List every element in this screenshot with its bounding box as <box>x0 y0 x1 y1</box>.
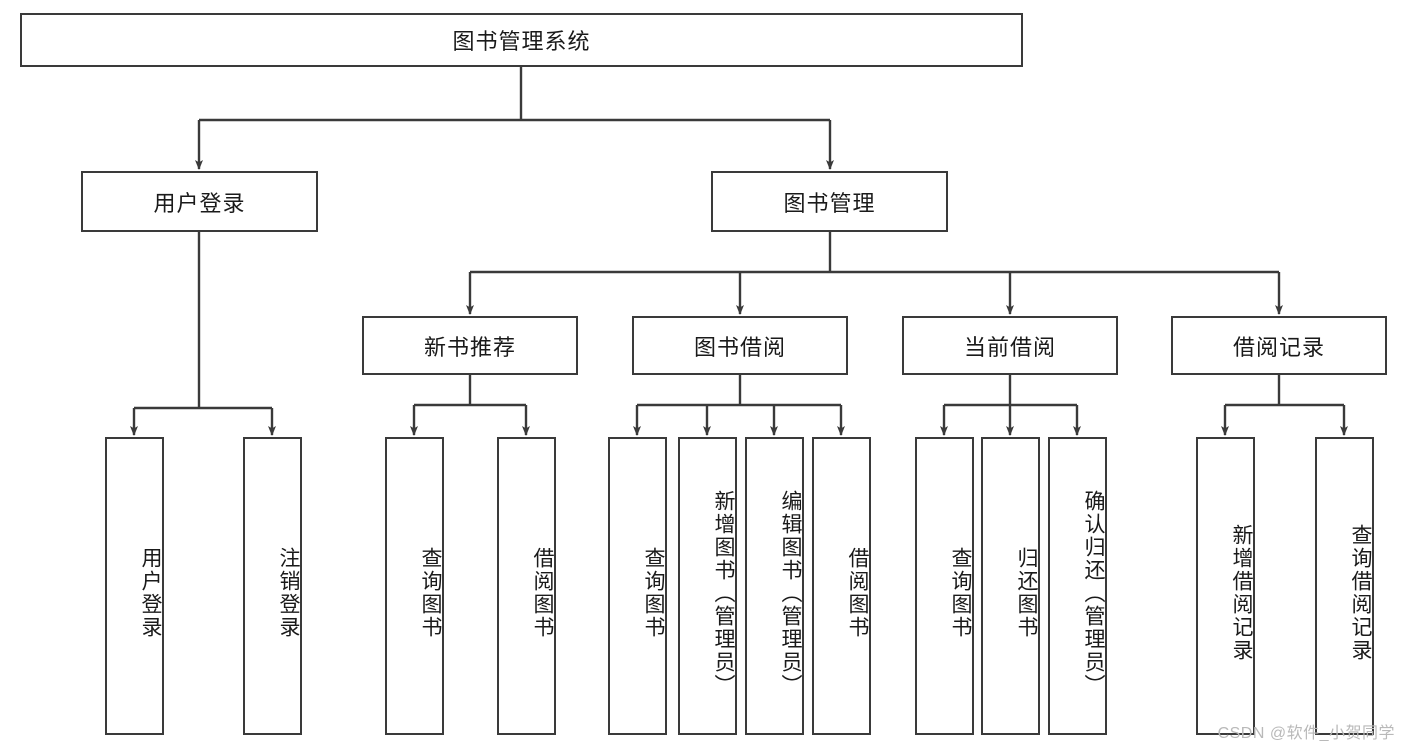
leaf-logout-login[interactable]: 注销登录 <box>243 437 302 735</box>
node-user-login-label: 用户登录 <box>153 190 246 216</box>
leaf-query-book-2-label: 查询图书 <box>642 547 665 639</box>
leaf-query-book-3[interactable]: 查询图书 <box>915 437 974 735</box>
leaf-borrow-book-1-label: 借阅图书 <box>531 547 554 639</box>
leaf-borrow-book-2[interactable]: 借阅图书 <box>812 437 871 735</box>
leaf-edit-book[interactable]: 编辑图书（管理员） <box>745 437 804 735</box>
node-new-book-recommend[interactable]: 新书推荐 <box>362 316 578 375</box>
node-borrow-record-label: 借阅记录 <box>1232 334 1325 360</box>
leaf-logout-login-label: 注销登录 <box>277 547 300 639</box>
node-current-borrow[interactable]: 当前借阅 <box>902 316 1118 375</box>
leaf-confirm-return[interactable]: 确认归还（管理员） <box>1048 437 1107 735</box>
leaf-add-book[interactable]: 新增图书（管理员） <box>678 437 737 735</box>
node-borrow-record[interactable]: 借阅记录 <box>1171 316 1387 375</box>
leaf-return-book[interactable]: 归还图书 <box>981 437 1040 735</box>
leaf-confirm-return-label: 确认归还（管理员） <box>1082 489 1105 697</box>
node-current-borrow-label: 当前借阅 <box>963 334 1056 360</box>
leaf-query-book-2[interactable]: 查询图书 <box>608 437 667 735</box>
node-book-manage[interactable]: 图书管理 <box>711 171 948 232</box>
leaf-add-book-label: 新增图书（管理员） <box>712 489 735 697</box>
leaf-query-borrow-record-label: 查询借阅记录 <box>1349 524 1372 662</box>
node-root-label: 图书管理系统 <box>452 29 591 54</box>
leaf-borrow-book-2-label: 借阅图书 <box>846 547 869 639</box>
node-user-login[interactable]: 用户登录 <box>81 171 318 232</box>
node-root[interactable]: 图书管理系统 <box>20 13 1023 67</box>
leaf-add-borrow-record-label: 新增借阅记录 <box>1230 524 1253 662</box>
csdn-watermark: CSDN @软件_小贺同学 <box>1217 725 1395 742</box>
leaf-query-book-1[interactable]: 查询图书 <box>385 437 444 735</box>
leaf-borrow-book-1[interactable]: 借阅图书 <box>497 437 556 735</box>
leaf-query-book-1-label: 查询图书 <box>419 547 442 639</box>
node-book-borrow-label: 图书借阅 <box>693 334 786 360</box>
node-book-manage-label: 图书管理 <box>783 190 876 216</box>
node-new-book-recommend-label: 新书推荐 <box>423 334 516 360</box>
leaf-user-login-label: 用户登录 <box>139 547 162 639</box>
leaf-add-borrow-record[interactable]: 新增借阅记录 <box>1196 437 1255 735</box>
leaf-user-login[interactable]: 用户登录 <box>105 437 164 735</box>
leaf-query-borrow-record[interactable]: 查询借阅记录 <box>1315 437 1374 735</box>
leaf-query-book-3-label: 查询图书 <box>949 547 972 639</box>
leaf-return-book-label: 归还图书 <box>1015 547 1038 639</box>
leaf-edit-book-label: 编辑图书（管理员） <box>779 489 802 697</box>
node-book-borrow[interactable]: 图书借阅 <box>632 316 848 375</box>
